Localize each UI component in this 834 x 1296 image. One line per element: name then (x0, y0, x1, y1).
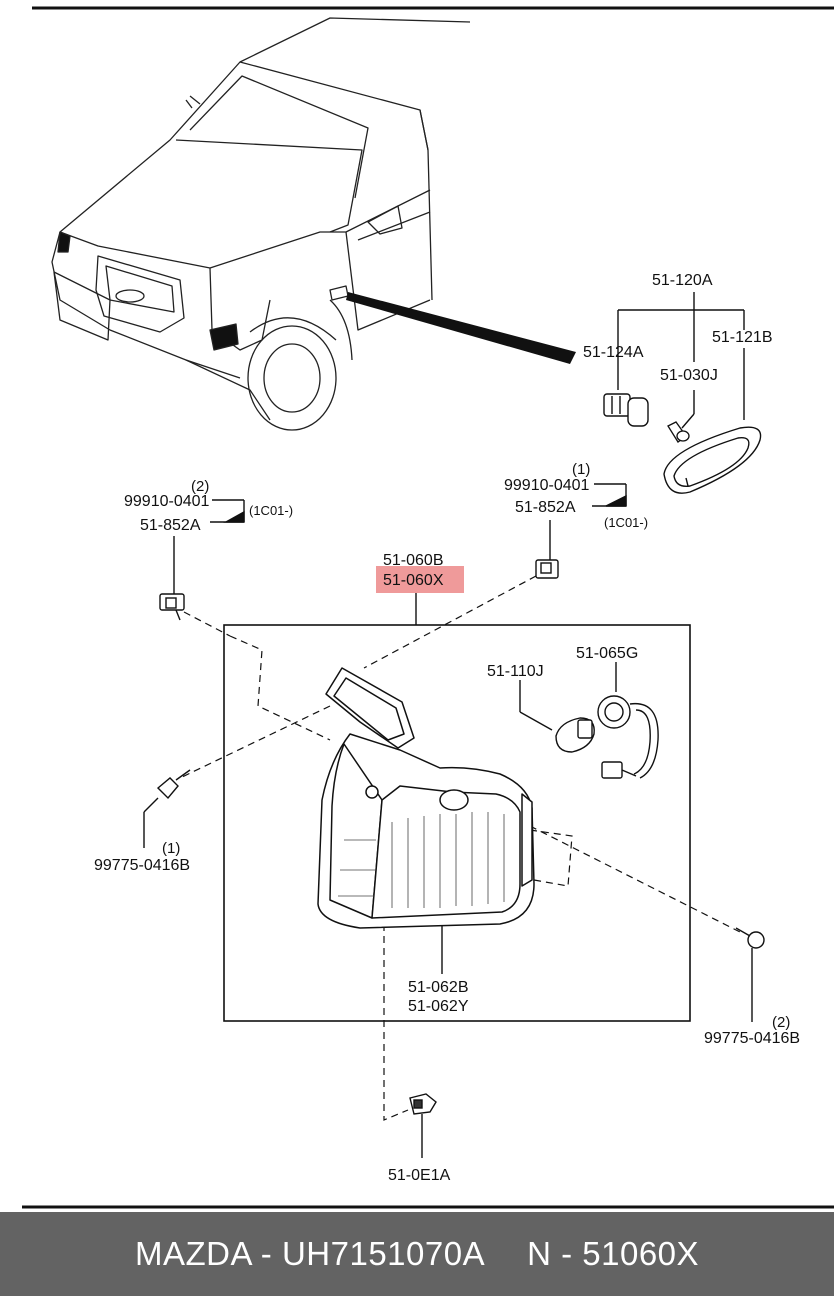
qty-99910-0401-right: (1) (572, 461, 590, 478)
pointer-arrow (346, 292, 576, 364)
left-clip (159, 593, 185, 621)
label-51-065G: 51-065G (576, 645, 638, 662)
label-51-0E1A: 51-0E1A (388, 1167, 451, 1184)
label-51-062B: 51-062B (408, 979, 469, 996)
label-51-120A: 51-120A (652, 272, 713, 289)
bottom-clip (409, 1093, 437, 1158)
parts-diagram: 51-120A 51-124A 51-121B 51-030J (2) 9991… (22, 6, 834, 1209)
qty-99775-0416B-left: (1) (162, 840, 180, 857)
right-clip (535, 559, 559, 579)
footer-bar: MAZDA - UH7151070A N - 51060X (0, 1212, 834, 1296)
wedge-bulb (667, 421, 690, 443)
qty-99775-0416B-right: (2) (772, 1014, 790, 1031)
footer-catalog-code: N - 51060X (527, 1235, 700, 1272)
right-screw (735, 927, 765, 1022)
dashed-guides (179, 575, 741, 1121)
range-1C01-right: (1C01-) (604, 515, 648, 530)
lens-texture (338, 812, 505, 908)
turn-signal-housing (317, 667, 535, 929)
socket-51-065G (597, 662, 659, 779)
label-51-030J: 51-030J (660, 367, 718, 384)
highlight-51-060X (376, 566, 464, 593)
label-99910-0401-left: 99910-0401 (124, 493, 210, 510)
label-51-060X: 51-060X (383, 572, 444, 589)
label-99775-0416B-right: 99775-0416B (704, 1030, 800, 1047)
label-99910-0401-right: 99910-0401 (504, 477, 590, 494)
range-1C01-left: (1C01-) (249, 503, 293, 518)
side-marker-socket (603, 393, 649, 427)
footer-part-number: MAZDA - UH7151070A (134, 1235, 486, 1272)
label-51-852A-right: 51-852A (515, 499, 576, 516)
label-99775-0416B-left: 99775-0416B (94, 857, 190, 874)
label-51-124A: 51-124A (583, 344, 644, 361)
label-51-060B: 51-060B (383, 552, 444, 569)
qty-99910-0401-left: (2) (191, 478, 209, 495)
right-clip-callout (549, 483, 627, 560)
vehicle-illustration (51, 17, 471, 431)
label-51-121B: 51-121B (712, 329, 773, 346)
label-51-852A-left: 51-852A (140, 517, 201, 534)
side-marker-lens (663, 426, 762, 494)
assembly-box (223, 624, 691, 1022)
left-screw (143, 769, 191, 848)
side-marker-bracket (617, 292, 745, 429)
bulb-51-110J (519, 680, 595, 753)
left-clip-callout (173, 499, 245, 596)
label-51-062Y: 51-062Y (408, 998, 469, 1015)
label-51-110J: 51-110J (487, 663, 544, 680)
